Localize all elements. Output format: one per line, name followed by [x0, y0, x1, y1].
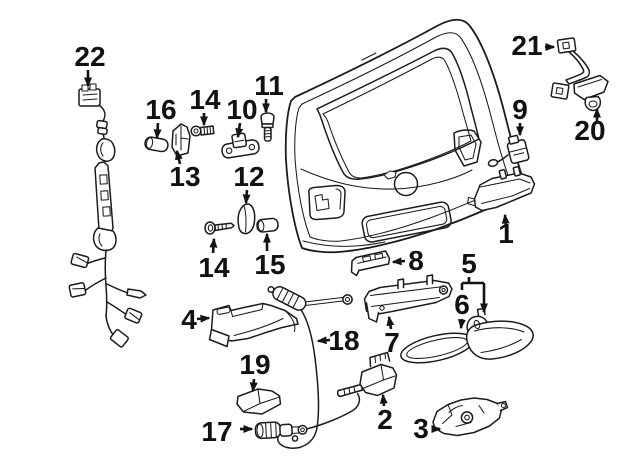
callout-8: 8	[408, 245, 424, 276]
part-3-latch	[432, 397, 509, 437]
callout-12: 12	[233, 161, 264, 192]
part-19-cover-wedge	[236, 388, 282, 415]
callout-6: 6	[454, 289, 470, 320]
part-14-rivet-upper	[190, 125, 215, 137]
callout-2: 2	[377, 404, 393, 435]
part-9-switch	[487, 134, 530, 168]
callout-19: 19	[239, 349, 270, 380]
lower-skirt-line	[302, 240, 386, 247]
leader-7	[386, 315, 395, 330]
part-22-harness	[68, 83, 147, 348]
callout-labels: 22 16 14 10 11 13 12 14 15 4 19 17 18 2 …	[74, 30, 605, 447]
license-plate-recess	[361, 201, 452, 243]
callout-1: 1	[498, 218, 514, 249]
callout-20: 20	[574, 115, 605, 146]
emblem-circle	[393, 171, 419, 197]
part-13-bracket	[171, 123, 191, 157]
callout-leaders	[84, 43, 601, 433]
part-4-bracket	[208, 302, 299, 348]
part-17-cable-end	[254, 421, 308, 442]
leader-18	[316, 336, 331, 345]
body-crease-line	[300, 168, 473, 190]
taillight-pocket-left	[308, 184, 346, 221]
callout-4: 4	[181, 304, 197, 335]
callout-7: 7	[384, 327, 400, 358]
callout-22: 22	[74, 41, 105, 72]
callout-21: 21	[511, 30, 542, 61]
part-21-bracket	[550, 37, 591, 100]
part-14-screw-lower	[204, 221, 235, 235]
callout-3: 3	[413, 413, 429, 444]
wiper-mount-nub	[383, 170, 397, 180]
leader-5-bracket	[460, 277, 484, 290]
part-7-handle-carrier	[363, 274, 453, 323]
callout-10: 10	[226, 94, 257, 125]
window-reflection-line	[361, 52, 377, 61]
leader-2	[379, 393, 388, 407]
leader-13	[175, 149, 183, 165]
callout-5: 5	[461, 248, 477, 279]
callout-18: 18	[328, 325, 359, 356]
callout-17: 17	[201, 416, 232, 447]
callout-14-upper: 14	[189, 84, 221, 115]
part-8-plate	[350, 250, 391, 277]
part-5-handle	[465, 307, 534, 360]
leader-6	[457, 318, 466, 330]
leader-1	[501, 213, 510, 228]
leader-4	[196, 314, 211, 323]
part-6-trim-gasket	[400, 332, 474, 364]
callout-15: 15	[254, 249, 285, 280]
leader-16	[153, 122, 162, 140]
leader-19	[249, 378, 258, 393]
part-10-striker-bracket	[221, 132, 260, 159]
harness-branch-connector	[109, 329, 129, 348]
taillight-pocket-right	[453, 129, 482, 167]
callout-16: 16	[145, 94, 176, 125]
part-18-release-cable	[267, 285, 361, 449]
liftgate-window	[316, 47, 480, 180]
leader-10	[235, 122, 244, 139]
callout-14-lower: 14	[198, 252, 230, 283]
part-20-license-lamp	[573, 74, 609, 112]
part-15-sleeve	[256, 217, 279, 233]
part-11-bolt	[260, 112, 275, 142]
liftgate-panel	[284, 18, 528, 254]
part-16-buffer	[144, 136, 169, 153]
harness-branch-connector	[70, 252, 90, 269]
part-1-lamp-housing	[466, 165, 536, 212]
part-12-wedge	[237, 203, 256, 235]
part-2-lock-actuator	[336, 351, 398, 398]
leader-8	[391, 257, 406, 266]
leader-14-lower	[209, 237, 218, 254]
callout-11: 11	[254, 70, 284, 101]
harness-spade-terminal	[126, 288, 147, 299]
harness-branch-connector	[68, 282, 87, 298]
harness-connector-22	[78, 88, 101, 107]
leader-12	[242, 189, 251, 205]
callout-9: 9	[512, 94, 528, 125]
callout-13: 13	[169, 161, 200, 192]
